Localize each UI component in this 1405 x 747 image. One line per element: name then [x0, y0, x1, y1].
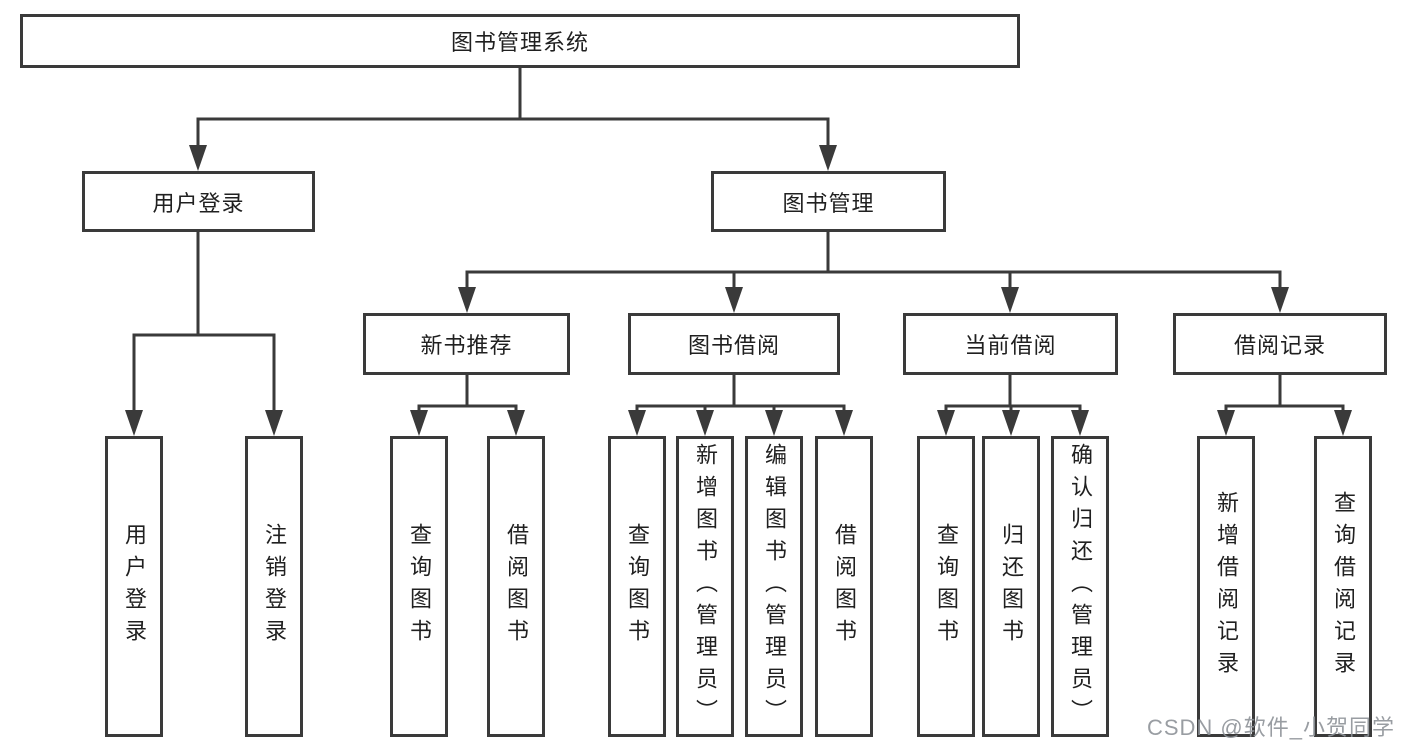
node-borrow-records: 借阅记录 — [1173, 313, 1387, 375]
node-leaf-borrow-books: 借阅图书 — [815, 436, 873, 737]
node-leaf-return-books: 归还图书 — [982, 436, 1040, 737]
csdn-watermark: CSDN @软件_小贺同学 — [1146, 715, 1395, 740]
node-library-management-system: 图书管理系统 — [20, 14, 1020, 68]
connector-current-borrow-to-leaves — [937, 373, 1089, 436]
node-leaf-query-books-current: 查询图书 — [917, 436, 975, 737]
connector-borrow-records-to-leaves — [1217, 373, 1352, 436]
node-leaf-borrow-books-recommend: 借阅图书 — [487, 436, 545, 737]
connector-root-to-level2 — [189, 66, 837, 171]
node-leaf-query-borrow-record: 查询借阅记录 — [1314, 436, 1372, 737]
connector-new-book-recommend-to-leaves — [410, 373, 525, 436]
node-leaf-add-borrow-record: 新增借阅记录 — [1197, 436, 1255, 737]
connector-user-login-to-leaves — [125, 230, 283, 436]
node-current-borrow: 当前借阅 — [903, 313, 1118, 375]
node-leaf-confirm-return-admin: 确认归还（管理员） — [1051, 436, 1109, 737]
node-book-management-module: 图书管理 — [711, 171, 946, 232]
node-leaf-logout: 注销登录 — [245, 436, 303, 737]
connector-book-borrow-to-leaves — [628, 373, 853, 436]
node-leaf-user-login: 用户登录 — [105, 436, 163, 737]
node-user-login-module: 用户登录 — [82, 171, 315, 232]
node-leaf-edit-book-admin: 编辑图书（管理员） — [745, 436, 803, 737]
node-leaf-query-books-borrow: 查询图书 — [608, 436, 666, 737]
connector-book-management-to-level3 — [458, 230, 1289, 313]
node-new-book-recommend: 新书推荐 — [363, 313, 570, 375]
node-leaf-add-book-admin: 新增图书（管理员） — [676, 436, 734, 737]
node-leaf-query-books-recommend: 查询图书 — [390, 436, 448, 737]
node-book-borrow: 图书借阅 — [628, 313, 840, 375]
